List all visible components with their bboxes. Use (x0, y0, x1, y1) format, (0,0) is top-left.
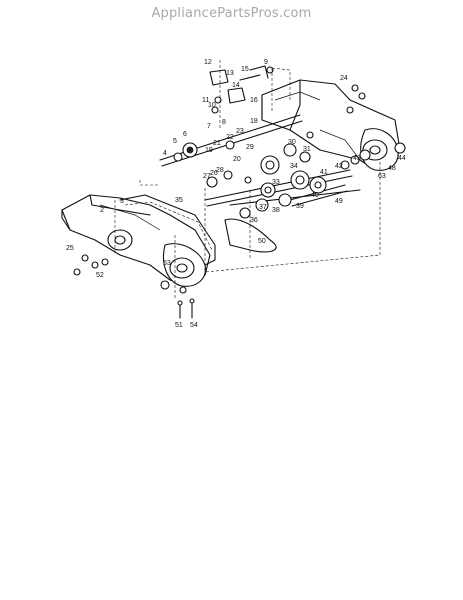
callout-41: 41 (320, 169, 328, 176)
callout-5: 5 (173, 138, 177, 145)
callout-37: 37 (259, 204, 267, 211)
site-watermark: AppliancePartsPros.com (151, 6, 312, 21)
callout-labels: 2 3 4 5 6 7 8 9 10 11 12 13 14 15 16 18 … (66, 59, 406, 329)
left-housing (61, 194, 211, 287)
callout-2: 2 (100, 207, 104, 214)
gears (173, 140, 406, 219)
callout-34: 34 (290, 163, 298, 170)
callout-63: 63 (378, 173, 386, 180)
callout-27: 27 (203, 173, 211, 180)
callout-50: 50 (258, 238, 266, 245)
callout-25: 25 (66, 245, 74, 252)
callout-4: 4 (163, 150, 167, 157)
callout-33: 33 (272, 179, 280, 186)
callout-44-right: 44 (398, 155, 406, 162)
callout-7: 7 (207, 123, 211, 130)
callout-18: 18 (250, 118, 258, 125)
callout-16: 16 (250, 97, 258, 104)
callout-19: 19 (205, 147, 213, 154)
callout-15: 15 (241, 66, 249, 73)
right-housing (261, 79, 401, 171)
callout-9: 9 (264, 59, 268, 66)
reference-lines (114, 160, 381, 300)
callout-24: 24 (340, 75, 348, 82)
callout-29: 29 (246, 144, 254, 151)
callout-8: 8 (222, 119, 226, 126)
callout-14: 14 (232, 82, 240, 89)
callout-11: 11 (202, 97, 209, 104)
callout-38: 38 (272, 207, 280, 214)
callout-22: 22 (226, 134, 234, 141)
callout-13: 13 (226, 70, 234, 77)
callout-49: 49 (335, 198, 343, 205)
callout-42: 42 (335, 163, 343, 170)
callout-53: 53 (163, 260, 171, 267)
callout-26: 26 (210, 170, 218, 177)
callout-43: 43 (353, 155, 361, 162)
callout-12: 12 (204, 59, 212, 66)
callout-21: 21 (213, 140, 221, 147)
callout-39: 39 (296, 203, 304, 210)
lower-hardware (73, 84, 366, 319)
callout-6: 6 (183, 131, 187, 138)
callout-52: 52 (96, 272, 104, 279)
callout-3: 3 (120, 198, 124, 205)
callout-35: 35 (175, 197, 183, 204)
callout-30: 30 (288, 139, 296, 146)
callout-23: 23 (236, 128, 244, 135)
callout-48: 48 (388, 165, 396, 172)
callout-31: 31 (303, 146, 311, 153)
callout-10: 10 (208, 102, 216, 109)
callout-28: 28 (216, 167, 224, 174)
callout-40: 40 (311, 192, 319, 199)
callout-36: 36 (250, 217, 258, 224)
callout-54: 54 (190, 322, 198, 329)
callout-20: 20 (233, 156, 241, 163)
callout-51: 51 (175, 322, 183, 329)
upper-bracket (209, 60, 291, 130)
